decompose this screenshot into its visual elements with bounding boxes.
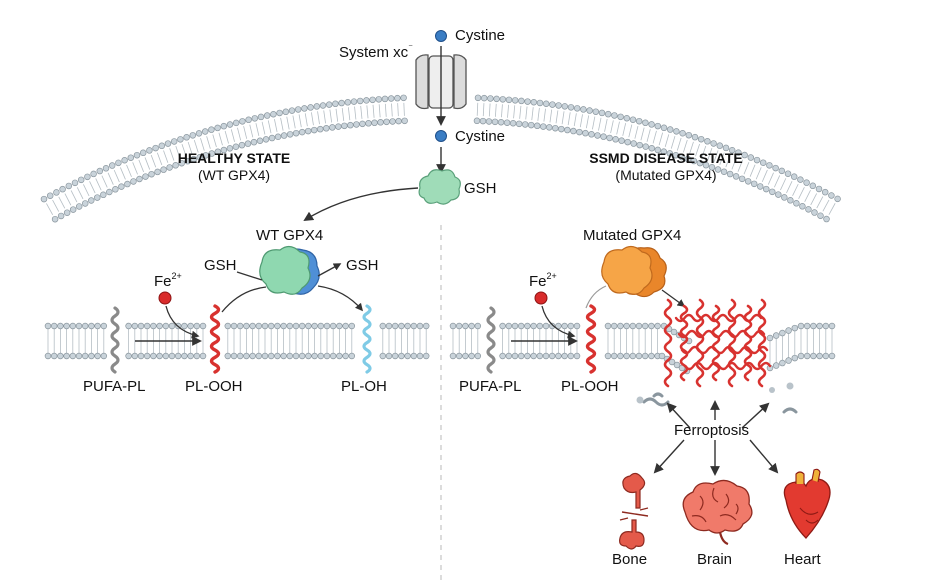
gsh-molecule xyxy=(418,169,461,205)
ferroptosis-arrow-right xyxy=(741,402,770,429)
ferroptosis-label: Ferroptosis xyxy=(674,422,750,439)
mutated-enzyme-faint-line xyxy=(585,285,607,309)
mutated-gpx4-enzyme xyxy=(601,245,667,298)
iron-ion-healthy xyxy=(158,291,172,305)
membrane-disease xyxy=(449,322,836,375)
healthy-title: HEALTHY STATE xyxy=(177,150,291,166)
lipid-peroxidation-cluster xyxy=(663,298,772,388)
pl-ooh-chain-healthy xyxy=(209,304,221,374)
gsh-out-label: GSH xyxy=(346,257,379,274)
heart-icon xyxy=(783,468,831,539)
iron-label-disease: Fe2+ xyxy=(529,271,557,290)
pufa-pl-chain-healthy xyxy=(110,306,120,374)
ploo-to-enzyme-line xyxy=(221,286,267,313)
healthy-subtitle: (WT GPX4) xyxy=(197,167,271,183)
cystine-outside-label: Cystine xyxy=(455,27,506,44)
cell-membrane-outer xyxy=(40,94,841,223)
iron-symbol-disease: Fe xyxy=(529,273,547,290)
organ-label-heart: Heart xyxy=(784,551,821,568)
iron-ion-disease xyxy=(534,291,548,305)
pl-oh-chain-healthy xyxy=(362,304,372,374)
ferroptosis-to-heart-arrow xyxy=(749,439,779,474)
wt-gpx4-label: WT GPX4 xyxy=(256,227,324,244)
iron-oxidation-arrow-healthy xyxy=(165,305,200,339)
gsh-to-wt-gpx4-arrow xyxy=(303,187,419,222)
pufa-label-healthy: PUFA-PL xyxy=(83,378,146,395)
iron-oxidation-arrow-disease xyxy=(541,305,576,339)
system-xc-superscript: ⁻ xyxy=(408,42,413,52)
iron-symbol-healthy: Fe xyxy=(154,273,172,290)
cystine-inside-label: Cystine xyxy=(455,128,506,145)
gsh-in-label: GSH xyxy=(204,257,237,274)
ferroptosis-arrow-left xyxy=(666,402,691,429)
mutated-gpx4-label: Mutated GPX4 xyxy=(583,227,682,244)
gsh-top-label: GSH xyxy=(464,180,497,197)
ploo-label-healthy: PL-OOH xyxy=(185,378,243,395)
organ-label-brain: Brain xyxy=(697,551,733,568)
gsh-in-line xyxy=(236,271,263,281)
ferroptosis-to-bone-arrow xyxy=(653,439,685,474)
brain-icon xyxy=(682,479,753,546)
gsh-out-arrow xyxy=(317,263,342,277)
membrane-fragments xyxy=(636,382,798,414)
system-xc-label: System xc⁻ xyxy=(339,42,413,61)
iron-label-healthy: Fe2+ xyxy=(154,271,182,290)
iron-charge-disease: 2+ xyxy=(546,271,557,281)
pl-ooh-chain-disease xyxy=(585,304,597,374)
cystine-outside-molecule xyxy=(435,30,447,42)
pufa-label-disease: PUFA-PL xyxy=(459,378,522,395)
cystine-inside-molecule xyxy=(435,130,447,142)
wt-gpx4-enzyme xyxy=(259,245,320,295)
system-xc-name: System xc xyxy=(339,44,409,61)
organ-label-bone: Bone xyxy=(612,551,648,568)
ploh-label-healthy: PL-OH xyxy=(341,378,387,395)
bone-icon xyxy=(619,472,649,550)
ploo-label-disease: PL-OOH xyxy=(561,378,619,395)
pufa-pl-chain-disease xyxy=(486,306,496,374)
mutated-enzyme-to-peroxidation-arrow xyxy=(661,289,686,307)
enzyme-to-ploh-arrow xyxy=(317,285,364,312)
disease-subtitle: (Mutated GPX4) xyxy=(615,167,717,183)
disease-title: SSMD DISEASE STATE xyxy=(589,150,743,166)
iron-charge-healthy: 2+ xyxy=(171,271,182,281)
